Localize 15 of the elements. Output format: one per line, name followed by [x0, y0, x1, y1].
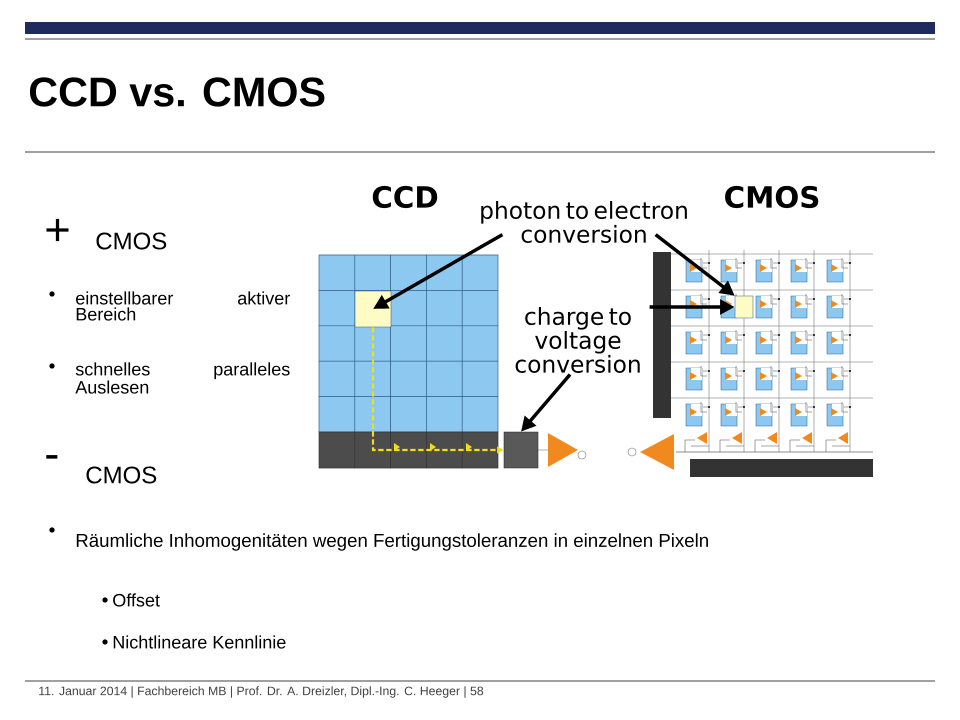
minus-sign: -: [46, 455, 58, 459]
callout-text: charge to voltage conversion: [516, 307, 640, 373]
sub-bullet-text: Nichtlineare Kennlinie: [114, 635, 286, 649]
section-heading: CMOS: [86, 466, 156, 484]
footer-text: 11. Januar 2014 | Fachbereich MB | Prof. Dr. A. Dreizler, Dipl.-Ing. C. Heeger | 58: [39, 686, 484, 698]
sensor-heading: CCD: [372, 186, 438, 208]
highlighted-pixel: [734, 296, 754, 318]
highlighted-pixel: [354, 290, 392, 328]
plus-sign: +: [46, 218, 68, 242]
slide-title: CCD vs. CMOS: [30, 77, 324, 107]
bullet-text: schnelles paralleles Auslesen: [75, 362, 290, 394]
callout-text: photon to electron conversion: [481, 201, 687, 243]
section-heading: CMOS: [96, 232, 166, 250]
output-node-box: [504, 432, 538, 468]
sub-bullet-text: Offset: [113, 593, 160, 607]
